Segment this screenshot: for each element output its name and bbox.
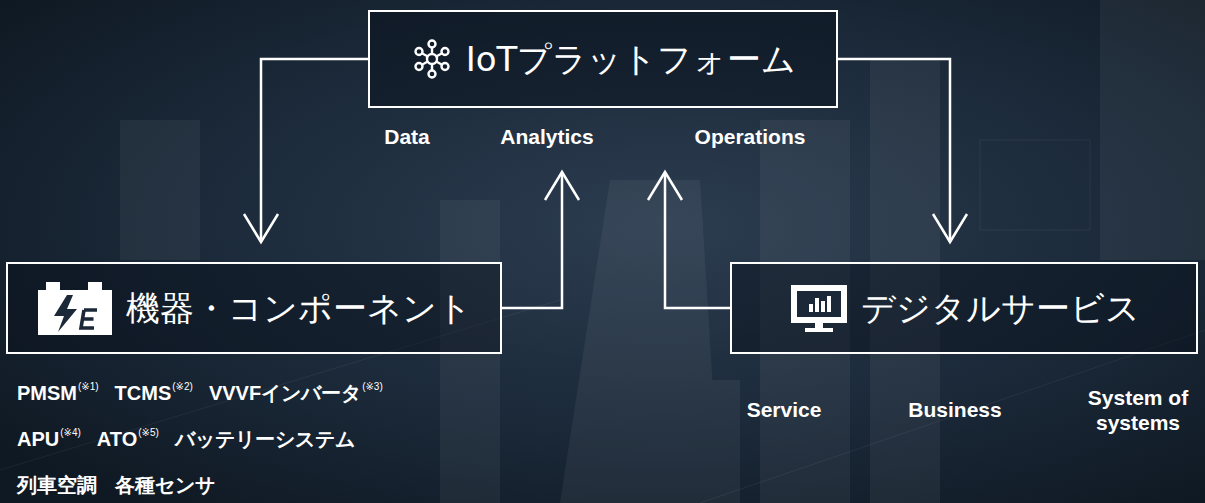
item-row: 列車空調各種センサ xyxy=(17,472,215,498)
category-label: Service xyxy=(747,397,822,422)
component-item: VVVFインバータ xyxy=(209,380,361,406)
footnote-mark: (※3) xyxy=(362,380,383,394)
component-item: ATO xyxy=(97,426,137,452)
component-item: PMSM xyxy=(17,380,77,406)
category-label: Analytics xyxy=(500,124,593,149)
component-box: 機器・コンポーネント xyxy=(6,262,502,354)
flow-arrow xyxy=(838,59,950,242)
building-silhouettes xyxy=(120,0,1205,503)
footnote-mark: (※5) xyxy=(138,426,159,440)
component-item: 各種センサ xyxy=(115,472,215,498)
category-label: Business xyxy=(908,397,1001,422)
item-row: APU(※4) ATO(※5) バッテリーシステム xyxy=(17,426,355,452)
box-title: IoTプラットフォーム xyxy=(466,39,797,80)
component-item: TCMS xyxy=(115,380,172,406)
component-item: 列車空調 xyxy=(17,472,97,498)
building-edges xyxy=(0,140,1205,503)
component-box: IoTプラットフォーム xyxy=(368,10,838,108)
category-label: Data xyxy=(384,124,430,149)
footnote-mark: (※2) xyxy=(172,380,193,394)
box-title: デジタルサービス xyxy=(861,288,1140,329)
battery-icon xyxy=(36,279,114,337)
component-item: バッテリーシステム xyxy=(175,426,355,452)
network-icon xyxy=(410,37,454,81)
monitor-chart-icon xyxy=(789,283,849,333)
flow-arrow xyxy=(665,172,730,308)
component-item: APU xyxy=(17,426,59,452)
footnote-mark: (※4) xyxy=(60,426,81,440)
component-box: デジタルサービス xyxy=(730,262,1198,354)
footnote-mark: (※1) xyxy=(78,380,99,394)
flow-arrow xyxy=(261,59,368,242)
flow-arrow xyxy=(502,172,562,308)
category-label: Operations xyxy=(695,124,806,149)
category-label: System of systems xyxy=(1079,385,1197,435)
item-row: PMSM(※1) TCMS(※2) VVVFインバータ(※3) xyxy=(17,380,399,406)
box-title: 機器・コンポーネント xyxy=(126,288,472,329)
